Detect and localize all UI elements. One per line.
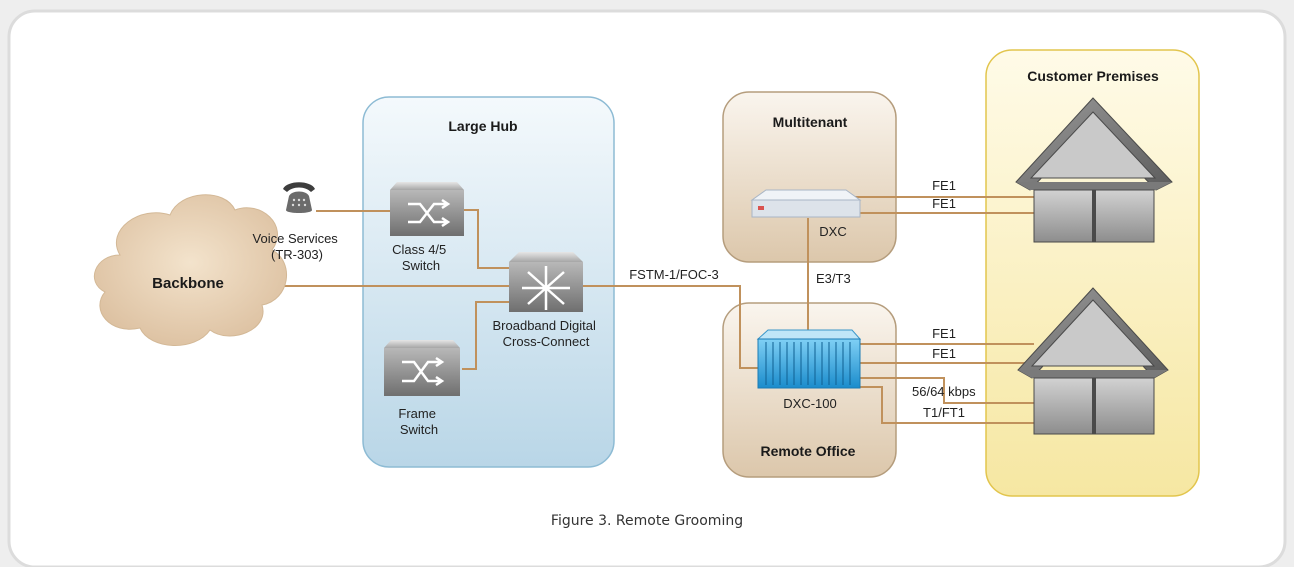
broadband-cross-connect-icon: [509, 252, 583, 312]
e3t3-link-label: E3/T3: [816, 271, 851, 286]
fe1-a-label: FE1: [932, 178, 956, 193]
bdcc-to-dxc100-link: [583, 285, 758, 369]
dxc-label: DXC: [819, 224, 846, 239]
customer-building-icon-1: [1015, 97, 1173, 243]
fe1-c-label: FE1: [932, 326, 956, 341]
frame-switch-to-bdcc-link: [462, 301, 510, 370]
broadband-cross-connect-label: Broadband Digital Cross-Connect: [493, 318, 600, 349]
multitenant-title: Multitenant: [773, 114, 848, 130]
customer-premises-title: Customer Premises: [1027, 68, 1159, 84]
connection-lines: [272, 196, 1034, 424]
figure-panel: [7, 9, 1287, 567]
dxc100-t1-link: [860, 386, 1034, 424]
fe1-b-label: FE1: [932, 196, 956, 211]
backbone-label: Backbone: [152, 275, 224, 292]
telephone-icon: [283, 182, 315, 213]
fstm-link-label: FSTM-1/FOC-3: [629, 267, 719, 282]
customer-building-icon-2: [1017, 287, 1169, 435]
fe1-d-label: FE1: [932, 346, 956, 361]
class-switch-label: Class 4/5 Switch: [392, 242, 450, 273]
large-hub-title: Large Hub: [448, 118, 517, 134]
voice-services-label: Voice Services (TR-303): [253, 231, 342, 262]
dxc-device-icon: [750, 189, 862, 218]
figure-caption: Figure 3. Remote Grooming: [551, 513, 743, 529]
frame-switch-label: Frame Switch: [398, 406, 439, 437]
dxc100-label: DXC-100: [783, 396, 836, 411]
dxc100-device-icon: [756, 329, 862, 389]
backbone-cloud: Backbone: [93, 194, 287, 346]
multitenant-region: [722, 91, 897, 263]
dxc100-kbps-link: [860, 377, 1034, 404]
class-switch-to-bdcc-link: [463, 209, 510, 269]
frame-switch-icon: [384, 340, 460, 396]
kbps-link-label: 56/64 kbps: [912, 384, 976, 399]
class-switch-icon: [390, 182, 464, 236]
t1ft1-link-label: T1/FT1: [923, 405, 965, 420]
remote-office-title: Remote Office: [761, 443, 856, 459]
